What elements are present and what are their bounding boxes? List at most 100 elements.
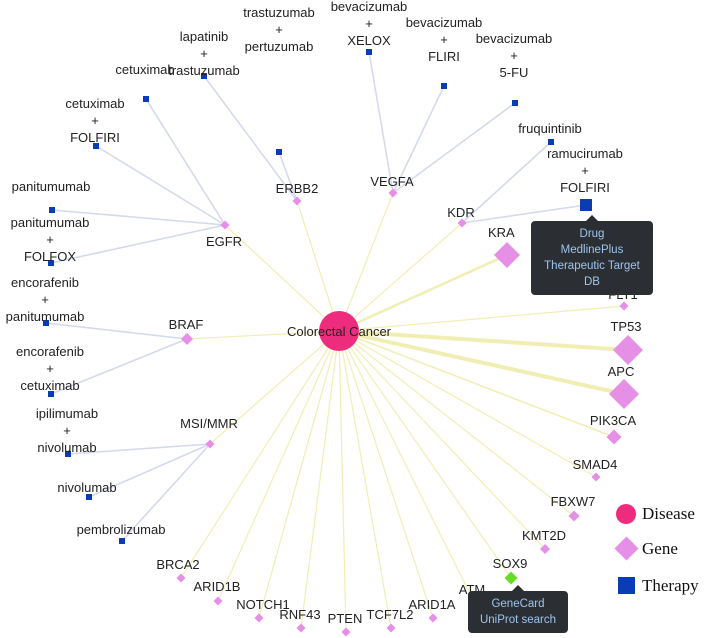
therapy-node-cetuximab[interactable] [143, 96, 149, 102]
therapy-label-pembrolizumab: pembrolizumab [77, 522, 166, 537]
gene-tooltip: GeneCard UniProt search [468, 585, 568, 633]
gene-label-sox9: SOX9 [493, 556, 528, 571]
therapy-label-encorafenib_panitumumab: panitumumab [6, 309, 85, 324]
gene-label-kras: KRA [488, 225, 515, 240]
gene-label-apc: APC [608, 364, 635, 379]
gene-label-brca2: BRCA2 [156, 557, 199, 572]
therapy-node-panitumumab[interactable] [49, 207, 55, 213]
edge-msimmr-t_nivolumab [88, 443, 211, 498]
edge-kdr-t_ramucirumab_folfiri [461, 204, 587, 224]
edge-vegfa-t_bev_xelox [368, 51, 394, 194]
gene-node-sox9[interactable] [504, 571, 518, 585]
therapy-label-cetuximab_folfiri: + [91, 113, 99, 128]
gene-node-notch1[interactable] [254, 613, 264, 623]
edge-disease-vegfa [338, 192, 394, 332]
gene-node-fbxw7[interactable] [568, 510, 580, 522]
gene-node-braf[interactable] [181, 333, 193, 345]
edge-disease-fbxw7 [338, 330, 575, 517]
therapy-label-ramucirumab_folfiri: FOLFIRI [560, 180, 610, 195]
edge-disease-notch1 [258, 330, 340, 619]
tooltip-link-therapeutic-target-db[interactable]: Therapeutic Target DB [544, 260, 640, 288]
edge-disease-apc [338, 329, 625, 396]
gene-node-kdr[interactable] [457, 218, 467, 228]
therapy-label-bev_fliri: + [440, 32, 448, 47]
gene-label-braf: BRAF [169, 317, 204, 332]
disease-node[interactable] [319, 311, 359, 351]
therapy-node-bev_5fu[interactable] [512, 100, 518, 106]
gene-node-arid1b[interactable] [213, 596, 223, 606]
therapy-label-bev_xelox: + [365, 16, 373, 31]
edges-layer [45, 51, 629, 633]
gene-label-smad4: SMAD4 [573, 457, 618, 472]
edge-kdr-t_fruquintinib [461, 141, 552, 224]
therapy-node-cetuximab_folfiri[interactable] [93, 143, 99, 149]
gene-node-pten[interactable] [341, 627, 351, 637]
therapy-node-lapatinib_trastuzumab[interactable] [201, 73, 207, 79]
tooltip-link-uniprot-search[interactable]: UniProt search [479, 614, 557, 626]
gene-node-tp53[interactable] [613, 335, 643, 365]
tooltip-arrow [512, 585, 524, 591]
gene-node-apc[interactable] [609, 379, 639, 409]
gene-node-arid1a[interactable] [428, 613, 438, 623]
therapy-node-trastuzumab_pertuzumab[interactable] [276, 149, 282, 155]
therapy-label-cetuximab: cetuximab [115, 62, 174, 77]
therapy-node-ramucirumab_folfiri[interactable] [580, 199, 592, 211]
gene-node-kmt2d[interactable] [540, 544, 550, 554]
edge-disease-arid1b [217, 330, 340, 602]
edge-disease-arid1a [338, 330, 434, 619]
gene-label-tcf7l2: TCF7L2 [367, 607, 414, 622]
edge-disease-egfr [224, 224, 340, 332]
gene-node-kras[interactable] [494, 242, 520, 268]
edge-disease-tcf7l2 [338, 330, 392, 629]
gene-node-smad4[interactable] [591, 472, 601, 482]
therapy-label-bev_xelox: XELOX [347, 33, 391, 48]
therapy-label-panitumumab_folfox: FOLFOX [24, 249, 76, 264]
therapy-node-bev_fliri[interactable] [441, 83, 447, 89]
gene-node-brca2[interactable] [176, 573, 186, 583]
edge-disease-msimmr [209, 330, 340, 445]
therapy-node-nivolumab[interactable] [86, 494, 92, 500]
gene-label-rnf43: RNF43 [279, 607, 320, 622]
nodes-layer: EGFRERBB2VEGFAKDRKRAFLT1TP53APCPIK3CASMA… [6, 0, 643, 637]
gene-node-msimmr[interactable] [205, 439, 215, 449]
therapy-label-ipilimumab_nivolumab: + [63, 423, 71, 438]
therapy-label-lapatinib_trastuzumab: + [200, 46, 208, 61]
tooltip-link-medlineplus[interactable]: MedlinePlus [560, 244, 624, 256]
edge-disease-kmt2d [338, 330, 546, 550]
gene-diamond-icon [612, 535, 642, 563]
therapy-node-encorafenib_cetuximab[interactable] [48, 391, 54, 397]
gene-label-fbxw7: FBXW7 [551, 494, 596, 509]
disease-circle-icon [612, 500, 642, 528]
gene-node-rnf43[interactable] [296, 623, 306, 633]
gene-node-erbb2[interactable] [292, 196, 302, 206]
therapy-node-pembrolizumab[interactable] [119, 538, 125, 544]
therapy-node-encorafenib_panitumumab[interactable] [43, 320, 49, 326]
therapy-label-lapatinib_trastuzumab: lapatinib [180, 29, 228, 44]
gene-node-flt1[interactable] [619, 301, 629, 311]
therapy-node-fruquintinib[interactable] [548, 139, 554, 145]
therapy-node-ipilimumab_nivolumab[interactable] [65, 451, 71, 457]
gene-node-egfr[interactable] [220, 220, 230, 230]
edge-egfr-t_cetuximab_folfiri [95, 145, 226, 226]
legend-item-gene: Gene [612, 535, 678, 563]
gene-label-tp53: TP53 [610, 319, 641, 334]
legend-label-disease: Disease [642, 504, 695, 523]
gene-node-vegfa[interactable] [388, 188, 398, 198]
edge-disease-sox9 [338, 330, 512, 579]
tooltip-link-drug[interactable]: Drug [579, 228, 605, 240]
therapy-tooltip: Drug MedlinePlus Therapeutic Target DB [531, 215, 653, 295]
therapy-node-panitumumab_folfox[interactable] [48, 260, 54, 266]
tooltip-link-genecard[interactable]: GeneCard [491, 598, 545, 610]
therapy-label-panitumumab_folfox: + [46, 232, 54, 247]
edge-braf-t_encorafenib_cetuximab [50, 338, 188, 395]
therapy-label-panitumumab: panitumumab [12, 179, 91, 194]
gene-label-msimmr: MSI/MMR [180, 416, 238, 431]
gene-node-pik3ca[interactable] [606, 429, 622, 445]
gene-label-vegfa: VEGFA [370, 174, 414, 189]
therapy-label-nivolumab: nivolumab [57, 480, 116, 495]
therapy-label-fruquintinib: fruquintinib [518, 121, 582, 136]
therapy-node-bev_xelox[interactable] [366, 49, 372, 55]
gene-node-tcf7l2[interactable] [386, 623, 396, 633]
edge-erbb2-t_trastuzumab_pertuzumab [278, 151, 298, 202]
